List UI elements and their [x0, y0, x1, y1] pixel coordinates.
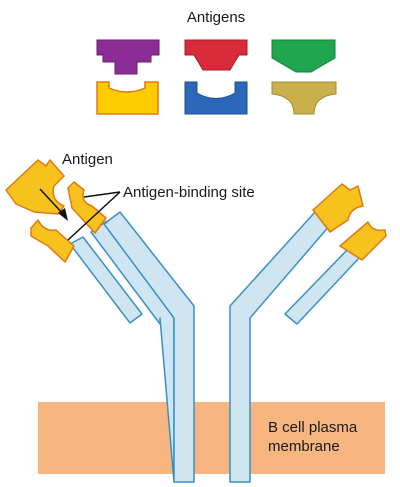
antigen-label: Antigen [62, 151, 113, 168]
right-light-binding-site [339, 221, 387, 261]
green-antigen-shape [271, 39, 336, 73]
membrane-label-line-1: B cell plasma [268, 419, 358, 436]
binding-site-leader-1 [83, 191, 121, 198]
left-heavy-chain-body [103, 211, 195, 483]
antibody [30, 181, 387, 483]
leader-lines [39, 188, 121, 241]
left-heavy-binding-site [67, 181, 107, 234]
antigen-shapes [96, 39, 337, 115]
blue-antigen-shape [184, 81, 248, 115]
membrane-label-line-2: membrane [268, 438, 340, 455]
purple-antigen-shape [96, 39, 160, 75]
right-heavy-binding-site [312, 183, 364, 233]
binding-site-leader-2 [67, 191, 121, 241]
b-cell-plasma-membrane [38, 402, 385, 474]
antigens-title: Antigens [187, 9, 245, 26]
red-antigen-shape [184, 39, 248, 71]
left-light-chain [69, 236, 143, 324]
tan-antigen-shape [271, 81, 337, 115]
antigen-arrowhead [58, 208, 68, 221]
antigen-binding-site-label: Antigen-binding site [123, 184, 255, 201]
yellow-antigen-shape [96, 81, 159, 115]
left-light-binding-site [30, 219, 75, 263]
antigen-arrow-line [39, 188, 65, 216]
